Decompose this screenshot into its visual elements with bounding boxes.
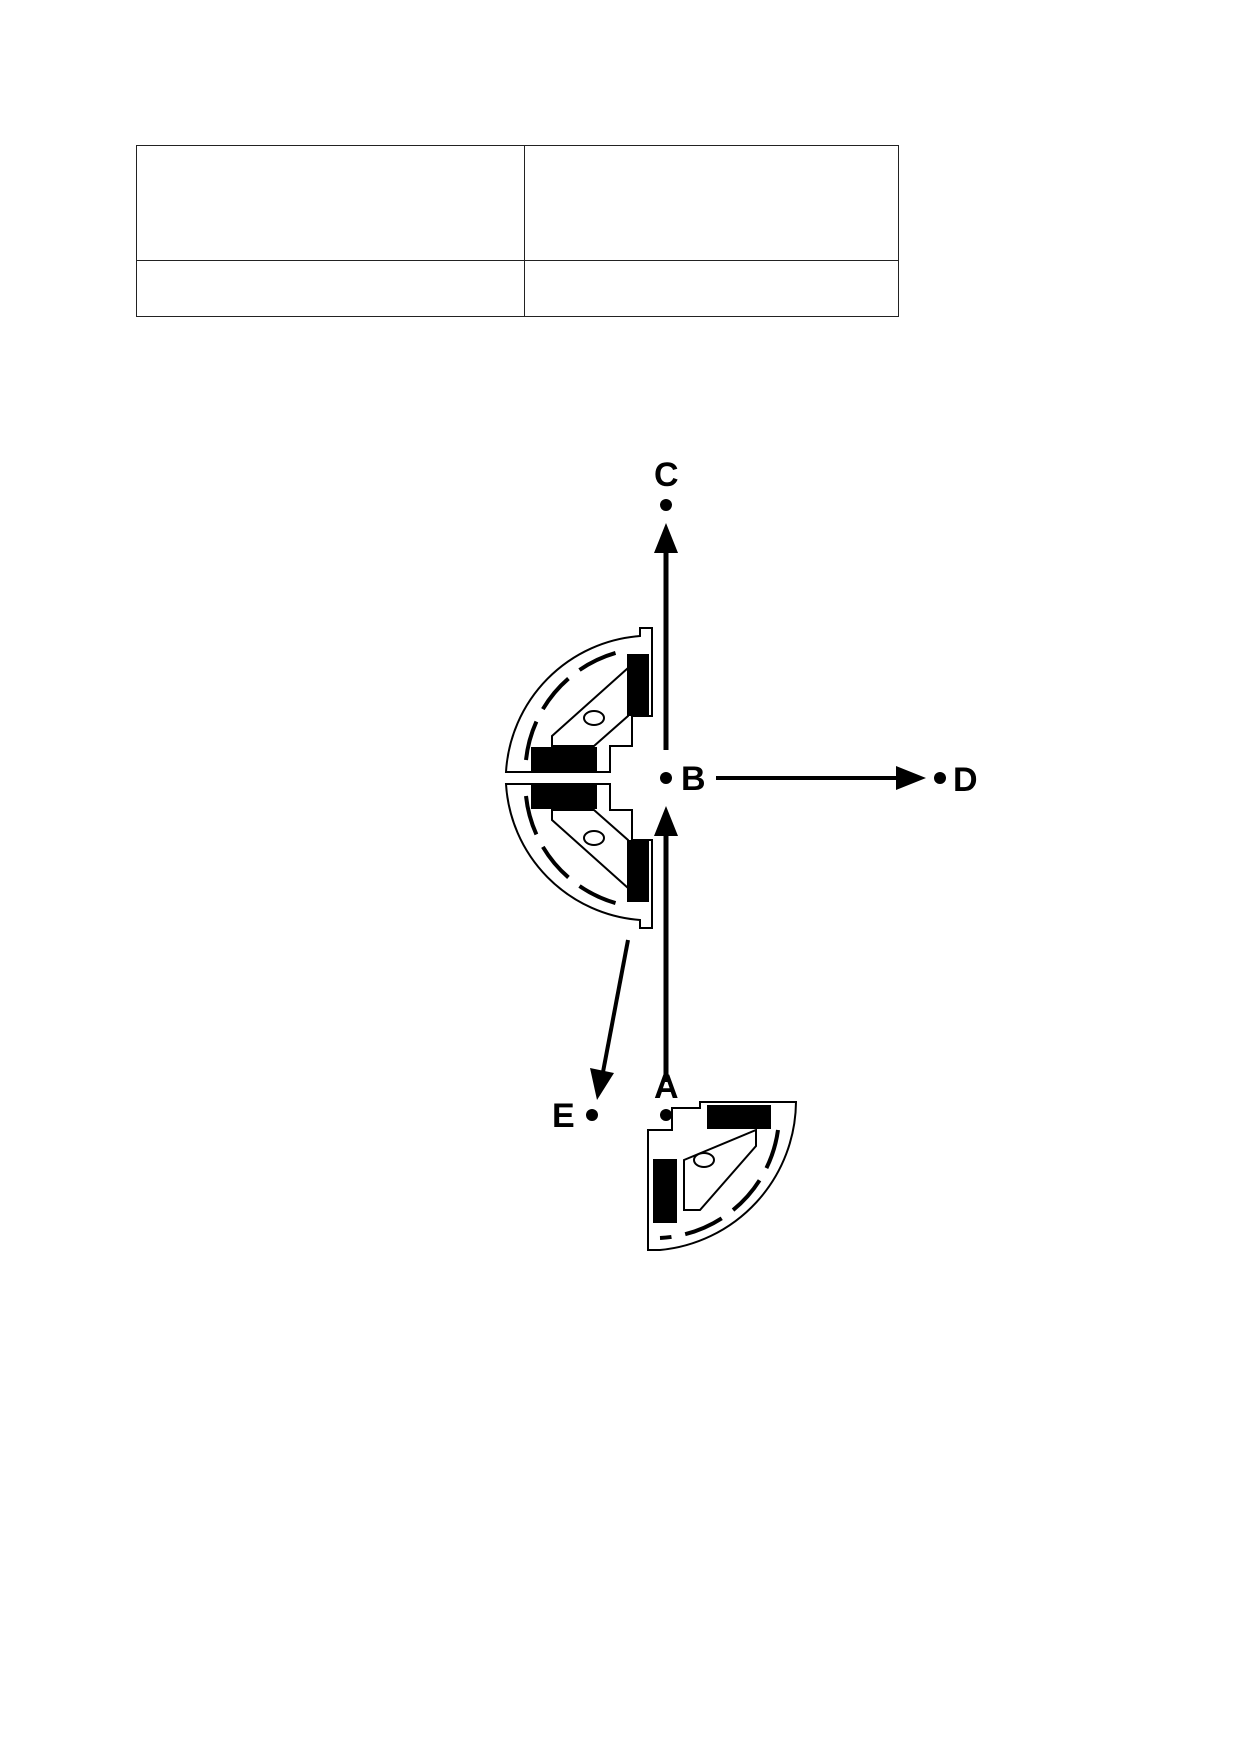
label-d: D	[953, 761, 978, 799]
table-cell	[524, 260, 899, 317]
arrow-to-e	[590, 939, 630, 1100]
arrow-b-to-d	[716, 766, 926, 790]
quarter-piece-lower	[504, 783, 653, 929]
empty-table	[136, 145, 899, 317]
point-b-dot	[660, 772, 672, 784]
quarter-piece-a	[647, 1101, 798, 1251]
point-c-dot	[660, 499, 672, 511]
point-e-dot	[586, 1109, 598, 1121]
table-cell	[136, 145, 525, 261]
point-a-dot	[660, 1109, 672, 1121]
arrow-a-to-b	[654, 806, 678, 1082]
label-e: E	[552, 1097, 575, 1135]
arrow-b-to-c	[654, 523, 678, 750]
table-row	[136, 260, 899, 317]
quarter-piece-upper	[504, 627, 653, 773]
label-b: B	[681, 760, 706, 798]
label-a: A	[654, 1068, 679, 1106]
point-d-dot	[934, 772, 946, 784]
table-cell	[136, 260, 525, 317]
label-c: C	[654, 456, 679, 494]
